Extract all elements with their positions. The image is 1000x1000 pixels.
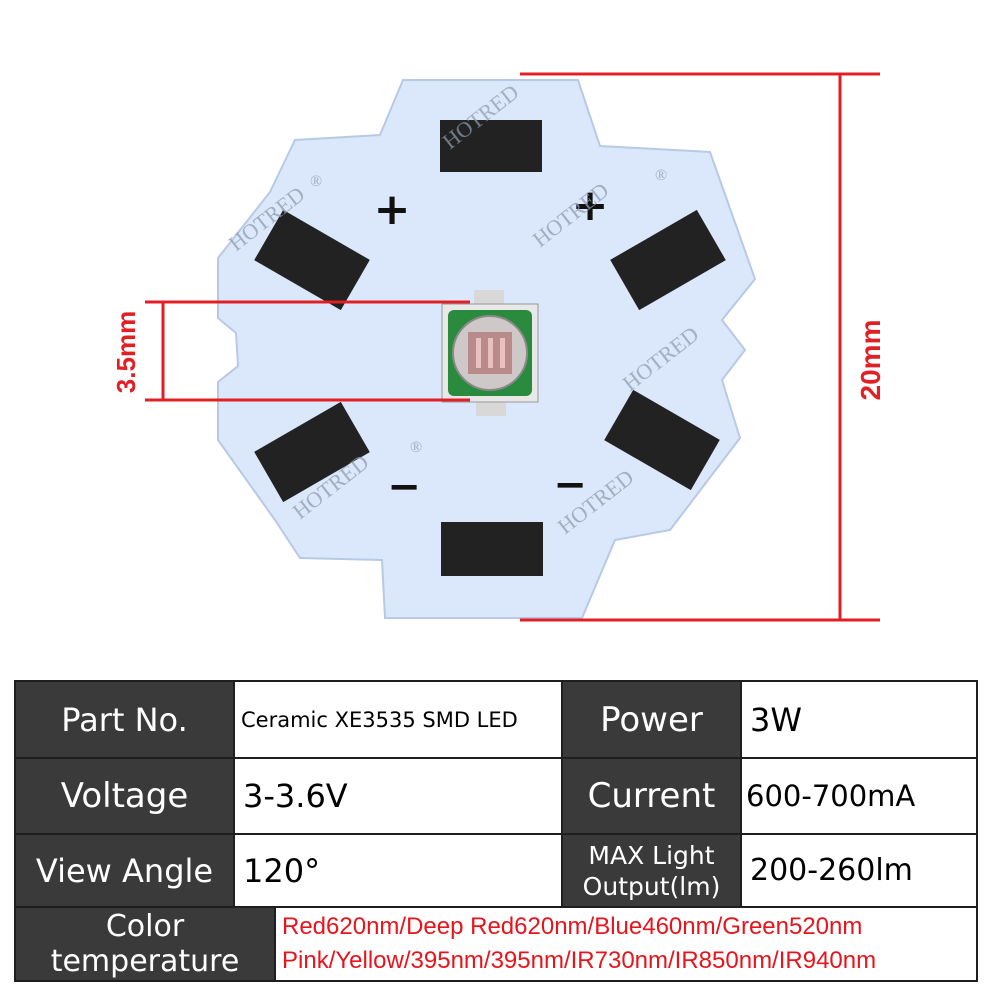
dimension-label-large: 20mm xyxy=(855,320,886,401)
minus-sign-left: − xyxy=(387,464,421,510)
current-label: Current xyxy=(587,776,716,816)
power-label: Power xyxy=(600,699,703,740)
light-output-label-line-2: Output(lm) xyxy=(582,871,721,901)
power-value: 3W xyxy=(750,700,802,739)
solder-pad-upper-right xyxy=(610,209,726,311)
spec-table: Part No. Ceramic XE3535 SMD LED Power 3W… xyxy=(14,680,978,982)
part-no-value: Ceramic XE3535 SMD LED xyxy=(241,707,518,732)
part-no-value-cell: Ceramic XE3535 SMD LED xyxy=(235,682,561,757)
color-temperature-label-cell: Color temperature xyxy=(16,908,274,980)
minus-sign-right: − xyxy=(553,462,587,508)
led-product-photo: + + − − HOTRED HOTRED HOTRED HOTRED HOTR… xyxy=(111,72,886,622)
color-options-line-1: Red620nm/Deep Red620nm/Blue460nm/Green52… xyxy=(282,913,863,940)
light-output-label-line-1: MAX Light xyxy=(588,840,715,870)
light-output-value: 200-260lm xyxy=(750,853,913,888)
color-options-line-2: Pink/Yellow/395nm/395nm/IR730nm/IR850nm/… xyxy=(282,947,877,974)
view-angle-value: 120° xyxy=(243,851,321,890)
led-chip-line xyxy=(500,338,505,368)
light-output-value-cell: 200-260lm xyxy=(742,835,976,906)
part-no-label-cell: Part No. xyxy=(16,682,233,757)
registered-mark: ® xyxy=(655,167,667,184)
solder-pad-bottom xyxy=(441,522,543,576)
power-label-cell: Power xyxy=(563,682,740,757)
solder-pad-lower-right xyxy=(604,389,720,491)
voltage-value-cell: 3-3.6V xyxy=(235,759,561,833)
solder-pad-lower-left xyxy=(254,401,370,503)
voltage-label-cell: Voltage xyxy=(16,759,233,833)
color-temperature-label-line-2: temperature xyxy=(50,944,240,979)
led-chip-line xyxy=(476,338,481,368)
light-output-label-cell: MAX Light Output(lm) xyxy=(563,835,740,906)
solder-pad-top xyxy=(440,120,542,172)
view-angle-label: View Angle xyxy=(35,851,214,890)
registered-mark: ® xyxy=(410,439,422,456)
view-angle-label-cell: View Angle xyxy=(16,835,233,906)
led-mount-tab-bottom xyxy=(476,400,506,416)
plus-sign-right: + xyxy=(572,180,609,231)
dimension-label-small: 3.5mm xyxy=(111,311,141,393)
registered-mark: ® xyxy=(310,173,322,190)
color-temperature-label-line-1: Color xyxy=(105,909,185,944)
color-temperature-value-cell: Red620nm/Deep Red620nm/Blue460nm/Green52… xyxy=(276,908,976,980)
voltage-value: 3-3.6V xyxy=(243,777,348,815)
current-value: 600-700mA xyxy=(746,779,916,813)
current-value-cell: 600-700mA xyxy=(742,759,976,833)
current-label-cell: Current xyxy=(563,759,740,833)
led-chip-line xyxy=(488,338,493,368)
part-no-label: Part No. xyxy=(61,700,188,739)
power-value-cell: 3W xyxy=(742,682,976,757)
plus-sign-left: + xyxy=(374,184,411,235)
solder-pad-upper-left xyxy=(254,209,370,311)
voltage-label: Voltage xyxy=(60,776,189,816)
view-angle-value-cell: 120° xyxy=(235,835,561,906)
